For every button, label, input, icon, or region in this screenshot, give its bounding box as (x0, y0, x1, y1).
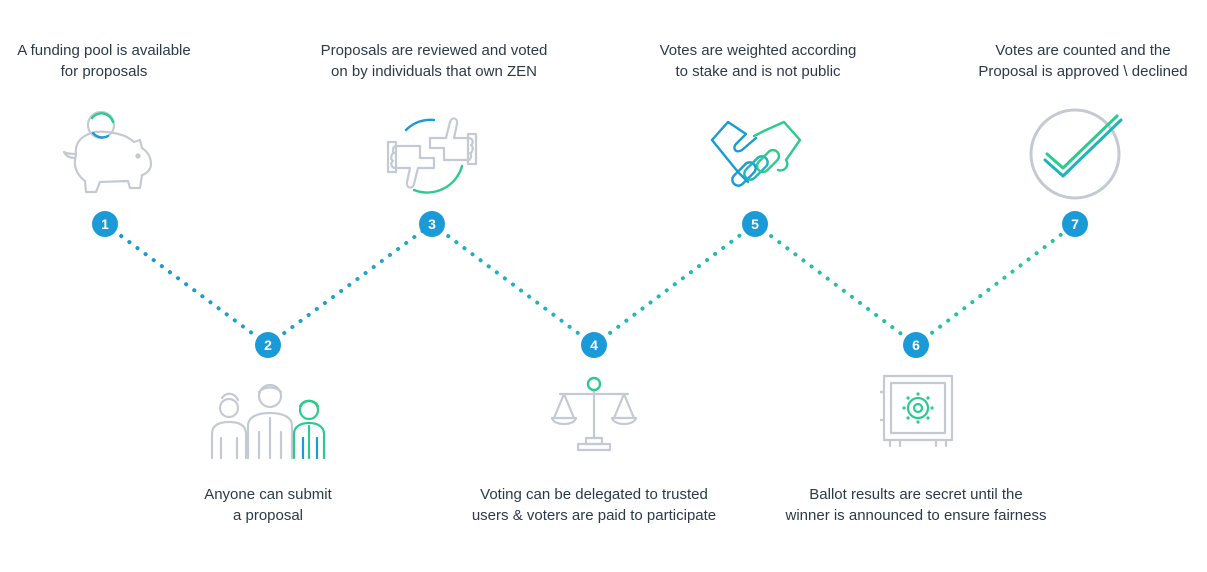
step-1-caption-line2: for proposals (60, 63, 148, 80)
step-7-caption: Votes are counted and the Proposal is ap… (943, 40, 1207, 82)
step-5-caption: Votes are weighted according to stake an… (618, 40, 898, 82)
step-4-caption: Voting can be delegated to trusted users… (451, 484, 737, 526)
step-4-caption-line1: Voting can be delegated to trusted (480, 486, 708, 503)
step-6-node: 6 (903, 332, 929, 358)
step-2-caption-line2: a proposal (232, 507, 304, 524)
step-6-caption-line2: winner is announced to ensure fairness (785, 507, 1047, 524)
scales-icon (550, 376, 638, 452)
step-4-caption-line2: users & voters are paid to participate (471, 507, 717, 524)
step-3-caption: Proposals are reviewed and voted on by i… (294, 40, 574, 82)
connector-1-2 (103, 222, 270, 347)
step-4-node: 4 (581, 332, 607, 358)
step-5-node: 5 (742, 211, 768, 237)
piggy-bank-icon (62, 110, 153, 194)
people-icon (210, 383, 326, 460)
step-2-node: 2 (255, 332, 281, 358)
step-6-caption-line1: Ballot results are secret until the (809, 486, 1023, 503)
step-2-caption-line1: Anyone can submit (204, 486, 332, 503)
step-6-caption: Ballot results are secret until the winn… (776, 484, 1056, 526)
step-3-node: 3 (419, 211, 445, 237)
handshake-icon (710, 120, 802, 187)
step-2-caption: Anyone can submit a proposal (128, 484, 408, 526)
step-1-caption: A funding pool is available for proposal… (0, 40, 244, 82)
step-5-caption-line2: to stake and is not public (675, 63, 841, 80)
step-7-node: 7 (1062, 211, 1088, 237)
step-1-node: 1 (92, 211, 118, 237)
step-7-caption-line2: Proposal is approved \ declined (978, 63, 1188, 80)
step-7-caption-line1: Votes are counted and the (995, 42, 1171, 59)
step-3-caption-line1: Proposals are reviewed and voted (320, 42, 548, 59)
thumbs-vote-icon (386, 117, 478, 194)
connector-6-7 (914, 222, 1077, 347)
step-1-caption-line1: A funding pool is available (17, 42, 191, 59)
step-5-caption-line1: Votes are weighted according (659, 42, 857, 59)
checkmark-circle-icon (1029, 108, 1123, 200)
connector-5-6 (753, 222, 918, 347)
connector-3-4 (430, 222, 596, 347)
safe-icon (880, 374, 954, 448)
connector-4-5 (592, 222, 757, 347)
step-3-caption-line2: on by individuals that own ZEN (331, 63, 537, 80)
connector-2-3 (266, 222, 434, 347)
